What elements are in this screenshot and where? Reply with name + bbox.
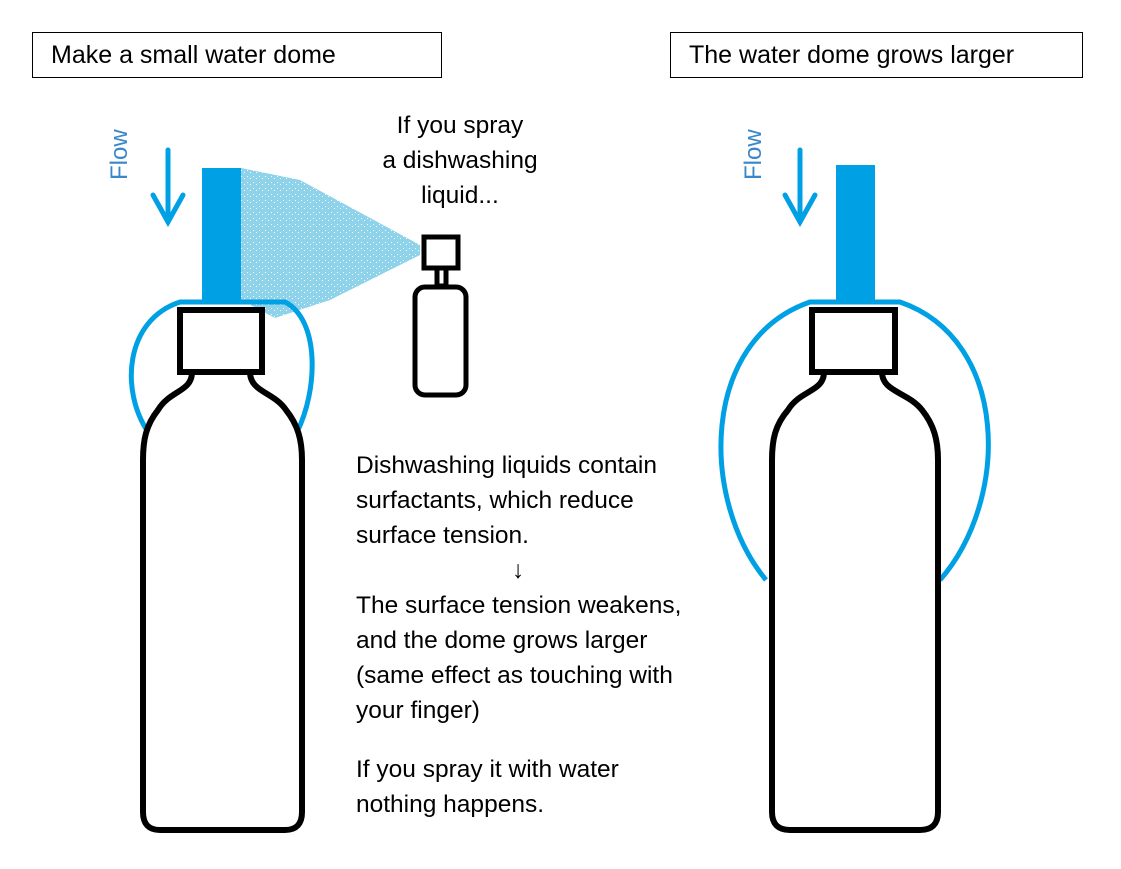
bottle-right [769, 307, 941, 833]
flow-arrow-icon [782, 147, 818, 228]
water-dome [128, 299, 315, 434]
effect-line: and the dome grows larger [356, 627, 648, 654]
cause-line: Dishwashing liquids contain [356, 452, 657, 479]
effect-line: your finger) [356, 697, 480, 724]
spray-caption: If you spray a dishwashing liquid... [360, 108, 560, 213]
spray-bottle-icon [412, 234, 469, 398]
flow-arrow-icon [150, 147, 186, 228]
note-line: nothing happens. [356, 791, 544, 818]
water-column [202, 168, 241, 304]
bottle-left [140, 307, 305, 833]
flow-label-right: Flow [740, 129, 767, 180]
effect-line: The surface tension weakens, [356, 592, 682, 619]
spray-mist [241, 168, 420, 318]
caption-line: a dishwashing [382, 147, 538, 174]
left-panel-title: Make a small water dome [32, 32, 442, 78]
caption-line: liquid... [421, 182, 499, 209]
water-dome-large [718, 299, 991, 582]
caption-line: If you spray [396, 112, 524, 139]
right-panel-title: The water dome grows larger [670, 32, 1083, 78]
water-column [836, 165, 875, 302]
explanation: Dishwashing liquids contain surfactants,… [356, 448, 736, 822]
effect-line: (same effect as touching with [356, 662, 673, 689]
note-line: If you spray it with water [356, 756, 619, 783]
cause-line: surfactants, which reduce [356, 487, 634, 514]
flow-label-left: Flow [106, 129, 133, 180]
cause-line: surface tension. [356, 522, 529, 549]
down-arrow: ↓ [512, 557, 525, 584]
